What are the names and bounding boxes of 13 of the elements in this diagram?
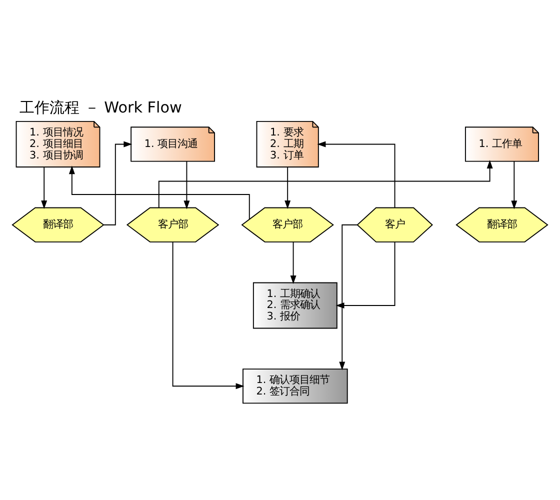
arrow <box>158 160 493 208</box>
node-box: 1. 工期确认 2. 需求确认 3. 报价 <box>252 282 338 329</box>
arrow <box>68 166 250 220</box>
diagram-title: 工作流程 － Work Flow <box>19 98 182 117</box>
node-box: 1. 确认项目细节 2. 签订合同 <box>242 368 348 404</box>
arrow <box>41 166 48 209</box>
arrow <box>290 242 296 284</box>
arrow <box>184 160 190 210</box>
arrow <box>339 224 358 370</box>
arrow <box>317 141 396 208</box>
arrow <box>172 242 244 390</box>
arrow <box>284 166 291 209</box>
arrow <box>511 160 518 210</box>
